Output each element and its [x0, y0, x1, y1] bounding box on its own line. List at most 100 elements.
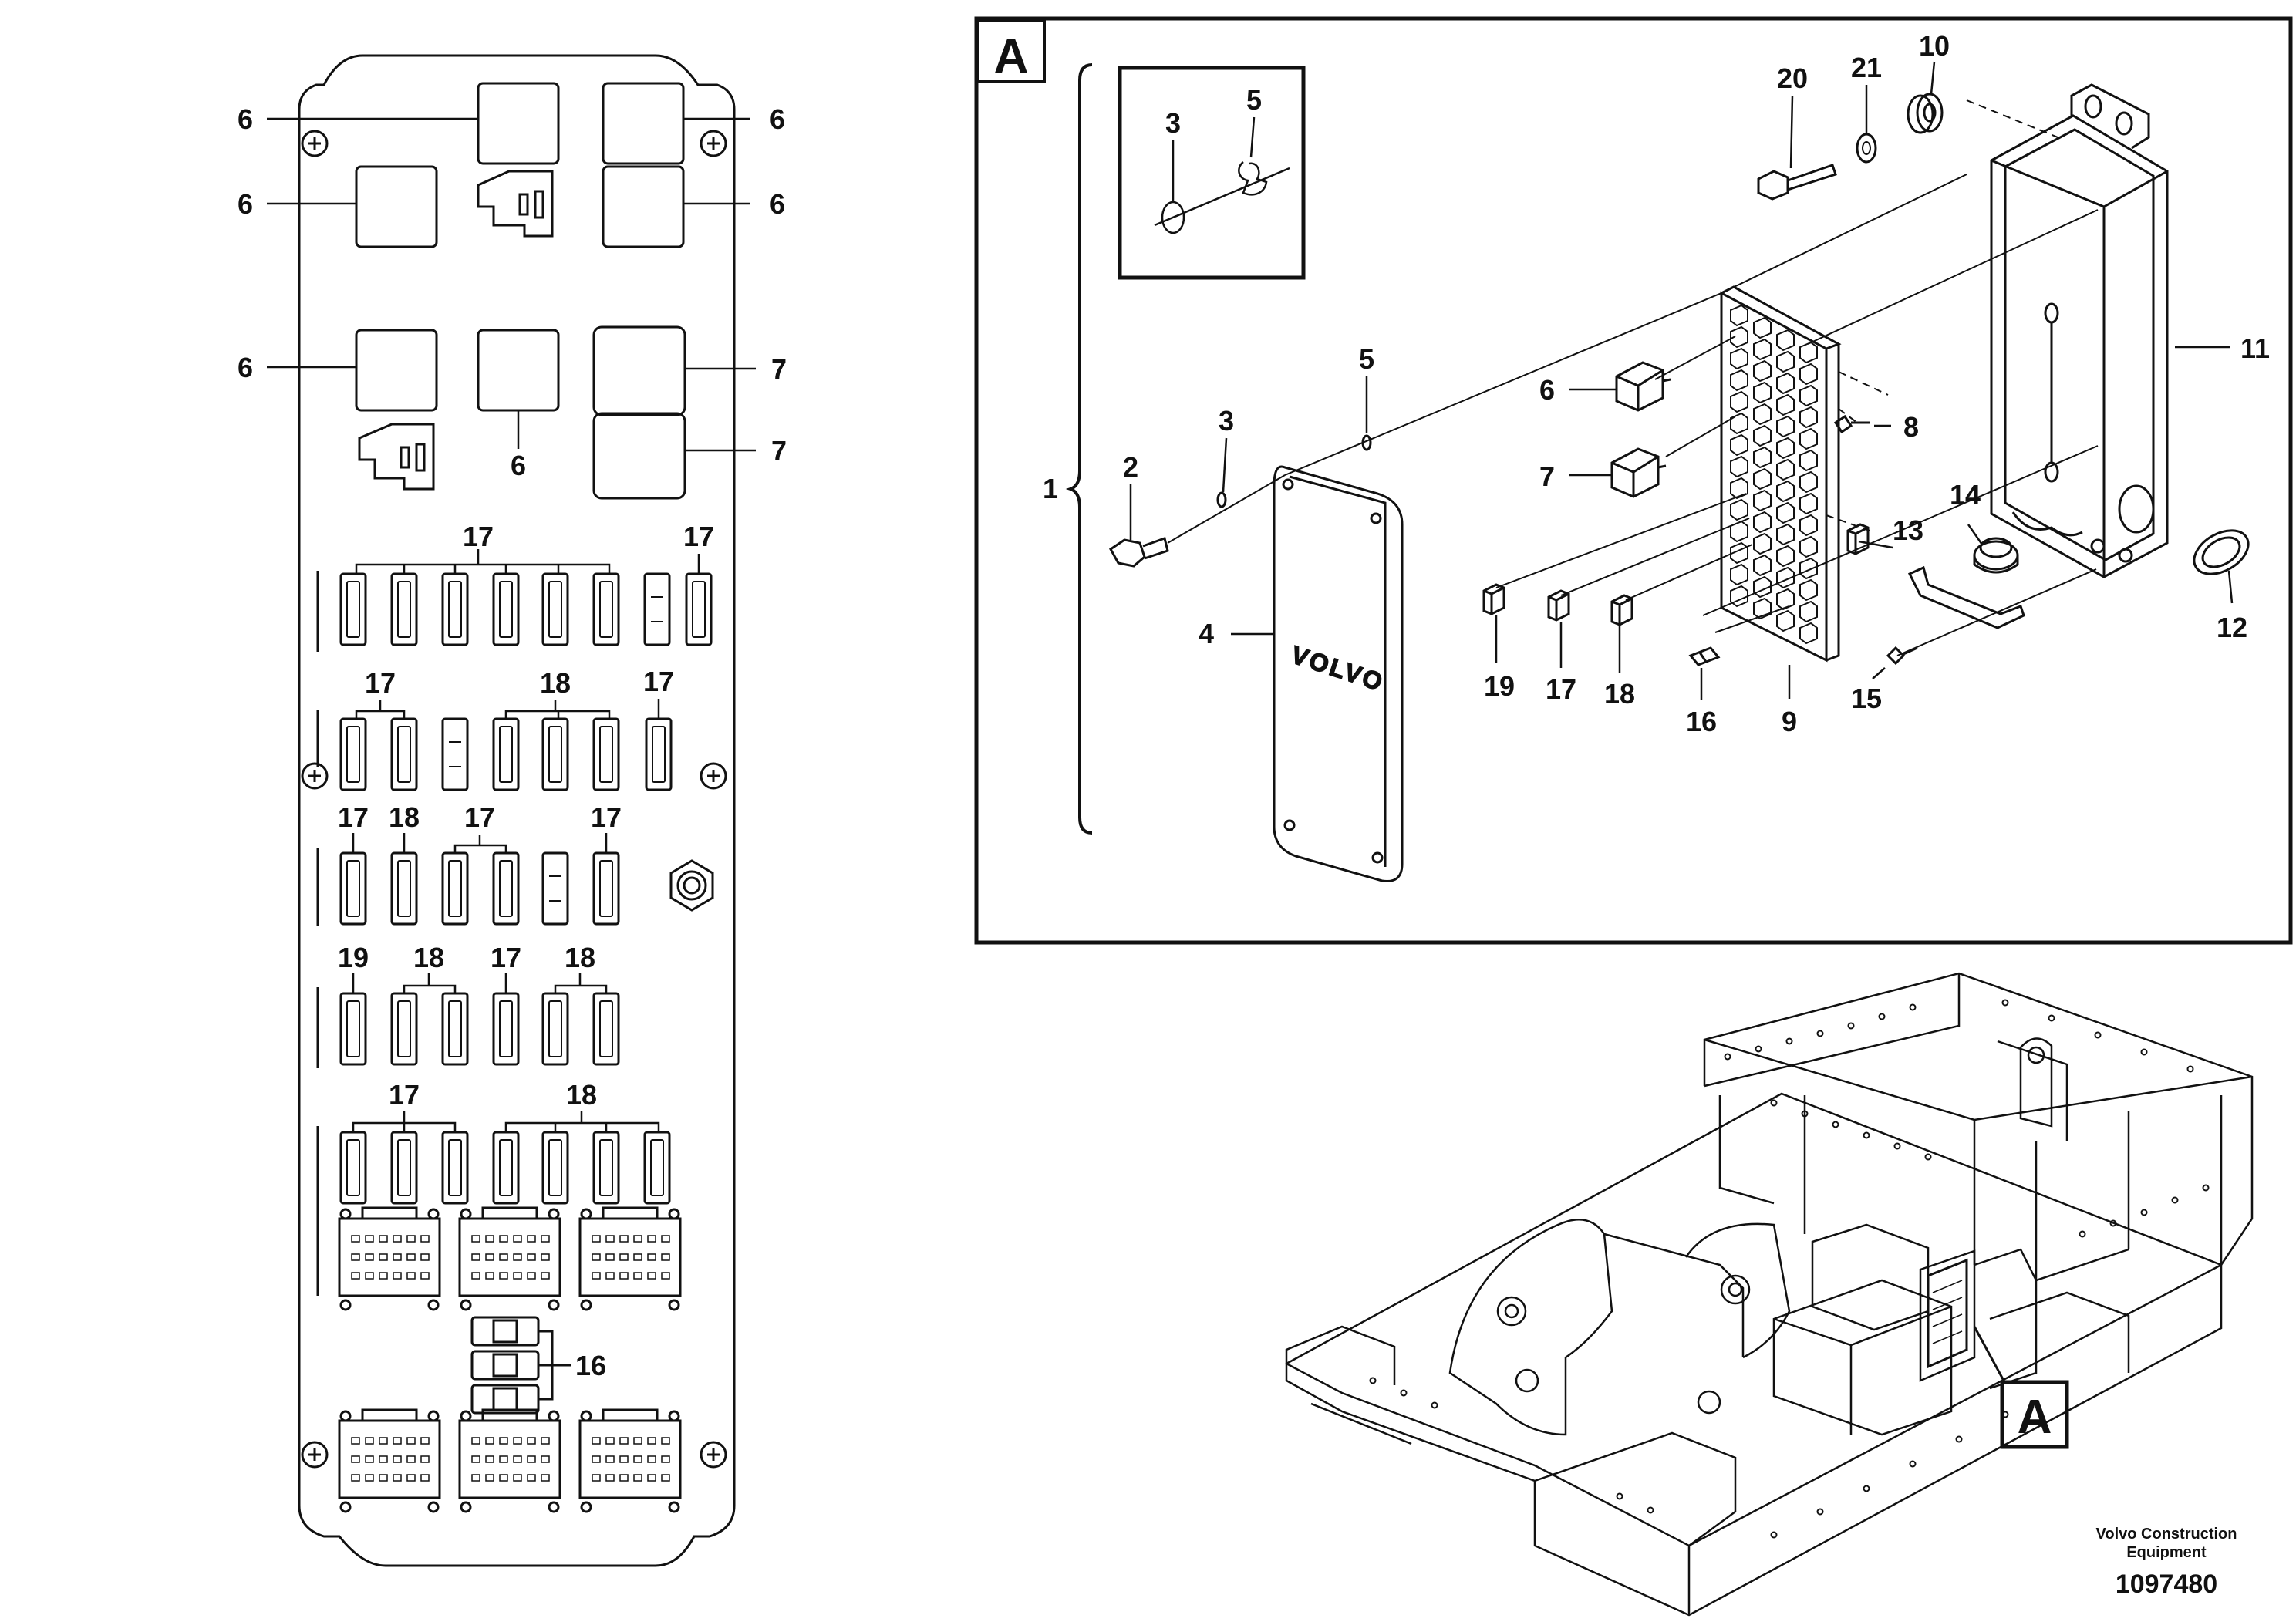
label-17: 17 [591, 801, 622, 833]
pcb-socket [1753, 446, 1772, 469]
fuse-slot [685, 572, 713, 646]
board-break-lines [316, 571, 736, 1296]
label-17: 17 [464, 801, 495, 833]
label-18: 18 [565, 942, 595, 973]
inset-label-3: 3 [1165, 107, 1181, 139]
label-12: 12 [2217, 612, 2247, 643]
fuse-slot [492, 572, 520, 646]
exploded-leader-lines [1129, 61, 2234, 700]
rivet-dot [1616, 1492, 1623, 1500]
diode-group [470, 1316, 571, 1415]
connector-block [338, 1408, 441, 1513]
fuse-slot [492, 992, 520, 1066]
kit-brace [1065, 63, 1093, 835]
pcb-components [1730, 304, 1818, 645]
pcb-socket [1776, 501, 1795, 524]
electrical-box [1772, 1279, 1953, 1436]
callout-leader [1973, 1326, 2005, 1381]
brand-line-1: Volvo Construction [2095, 1526, 2237, 1543]
fuse-slot [339, 572, 367, 646]
fuse-slot-empty [643, 572, 671, 646]
pcb-socket [1730, 477, 1748, 500]
fuse-slot [541, 572, 569, 646]
pcb-socket [1799, 470, 1818, 494]
label-6: 6 [1539, 374, 1555, 406]
label-6: 6 [770, 103, 785, 135]
board-outline [298, 54, 736, 1567]
clip-13 [1907, 565, 2025, 629]
plug-14 [1973, 537, 2019, 574]
pcb-socket [1776, 545, 1795, 568]
rivet-dot [1863, 1485, 1870, 1492]
pcb-socket [1776, 480, 1795, 503]
fuse-slot [592, 1131, 620, 1205]
pcb-socket [1776, 458, 1795, 481]
pcb-socket [1730, 585, 1748, 608]
screw-icon [301, 130, 727, 1469]
fuse-slot-empty [541, 851, 569, 926]
label-17: 17 [463, 521, 494, 552]
exploded-callout-labels: 2 3 4 5 6 7 8 9 10 11 12 13 14 15 16 17 … [1123, 30, 2270, 737]
label-18: 18 [1604, 678, 1635, 710]
label-18: 18 [540, 667, 571, 699]
label-16: 16 [1686, 706, 1717, 737]
pcb-socket [1776, 372, 1795, 395]
pcb-socket [1753, 489, 1772, 512]
fuse-slot [339, 851, 367, 926]
rivet-dot [1816, 1508, 1824, 1516]
label-6: 6 [238, 188, 253, 220]
drawing-number: 1097480 [2115, 1570, 2218, 1599]
cab-frame [1703, 972, 2254, 1266]
pcb-socket [1753, 554, 1772, 577]
footer-block: Volvo Construction Equipment 1097480 [2066, 1525, 2267, 1602]
fuse-slot [541, 717, 569, 791]
fuse-slot [541, 992, 569, 1066]
frame-rivets [1369, 999, 2210, 1539]
fuse-slot [390, 1131, 418, 1205]
pcb-socket [1776, 523, 1795, 546]
connector-block [458, 1206, 561, 1311]
label-15: 15 [1851, 683, 1882, 714]
rivet-dot [2094, 1031, 2102, 1039]
rivet-dot [1785, 1037, 1793, 1045]
pcb-socket [1753, 575, 1772, 599]
label-6: 6 [238, 352, 253, 383]
pcb-socket [1799, 557, 1818, 580]
label-7: 7 [771, 353, 787, 385]
fuse-slot [541, 1131, 569, 1205]
label-18: 18 [413, 942, 444, 973]
pcb-socket [1776, 350, 1795, 373]
exploded-axis-lines [1167, 174, 2099, 656]
fuse-slot [643, 1131, 671, 1205]
pcb-socket [1776, 437, 1795, 460]
dashed-axis-lines [1826, 99, 2058, 531]
connector-block [458, 1408, 561, 1513]
rivet-dot [1400, 1389, 1408, 1397]
label-7: 7 [771, 435, 787, 467]
rivet-dot [1770, 1531, 1778, 1539]
fuse-slot [592, 992, 620, 1066]
label-9: 9 [1782, 706, 1797, 737]
fuse-slot [492, 851, 520, 926]
rivet-dot [2186, 1065, 2194, 1073]
fuse-slot-empty [441, 717, 469, 791]
rivet-dot [1816, 1030, 1824, 1037]
inset-label-5: 5 [1246, 84, 1262, 116]
fuse-slot [492, 717, 520, 791]
fuse-board-layout: 6 6 6 6 6 6 7 7 17 17 17 18 17 17 18 17 … [238, 54, 787, 1567]
label-17: 17 [683, 521, 714, 552]
connector-block [338, 1206, 441, 1311]
fuse-slot [390, 572, 418, 646]
diode-16 [1688, 646, 1721, 666]
inset-box [1118, 66, 1306, 280]
left-leader-lines [267, 117, 756, 1132]
pcb-socket [1799, 449, 1818, 472]
label-16: 16 [575, 1350, 606, 1381]
pcb-socket [1730, 498, 1748, 521]
pcb-socket [1776, 415, 1795, 438]
pcb-socket [1753, 467, 1772, 491]
pcb-socket [1799, 406, 1818, 429]
washer-3 [1216, 491, 1227, 508]
rivet-dot [2001, 999, 2009, 1007]
connector-block [578, 1206, 682, 1311]
